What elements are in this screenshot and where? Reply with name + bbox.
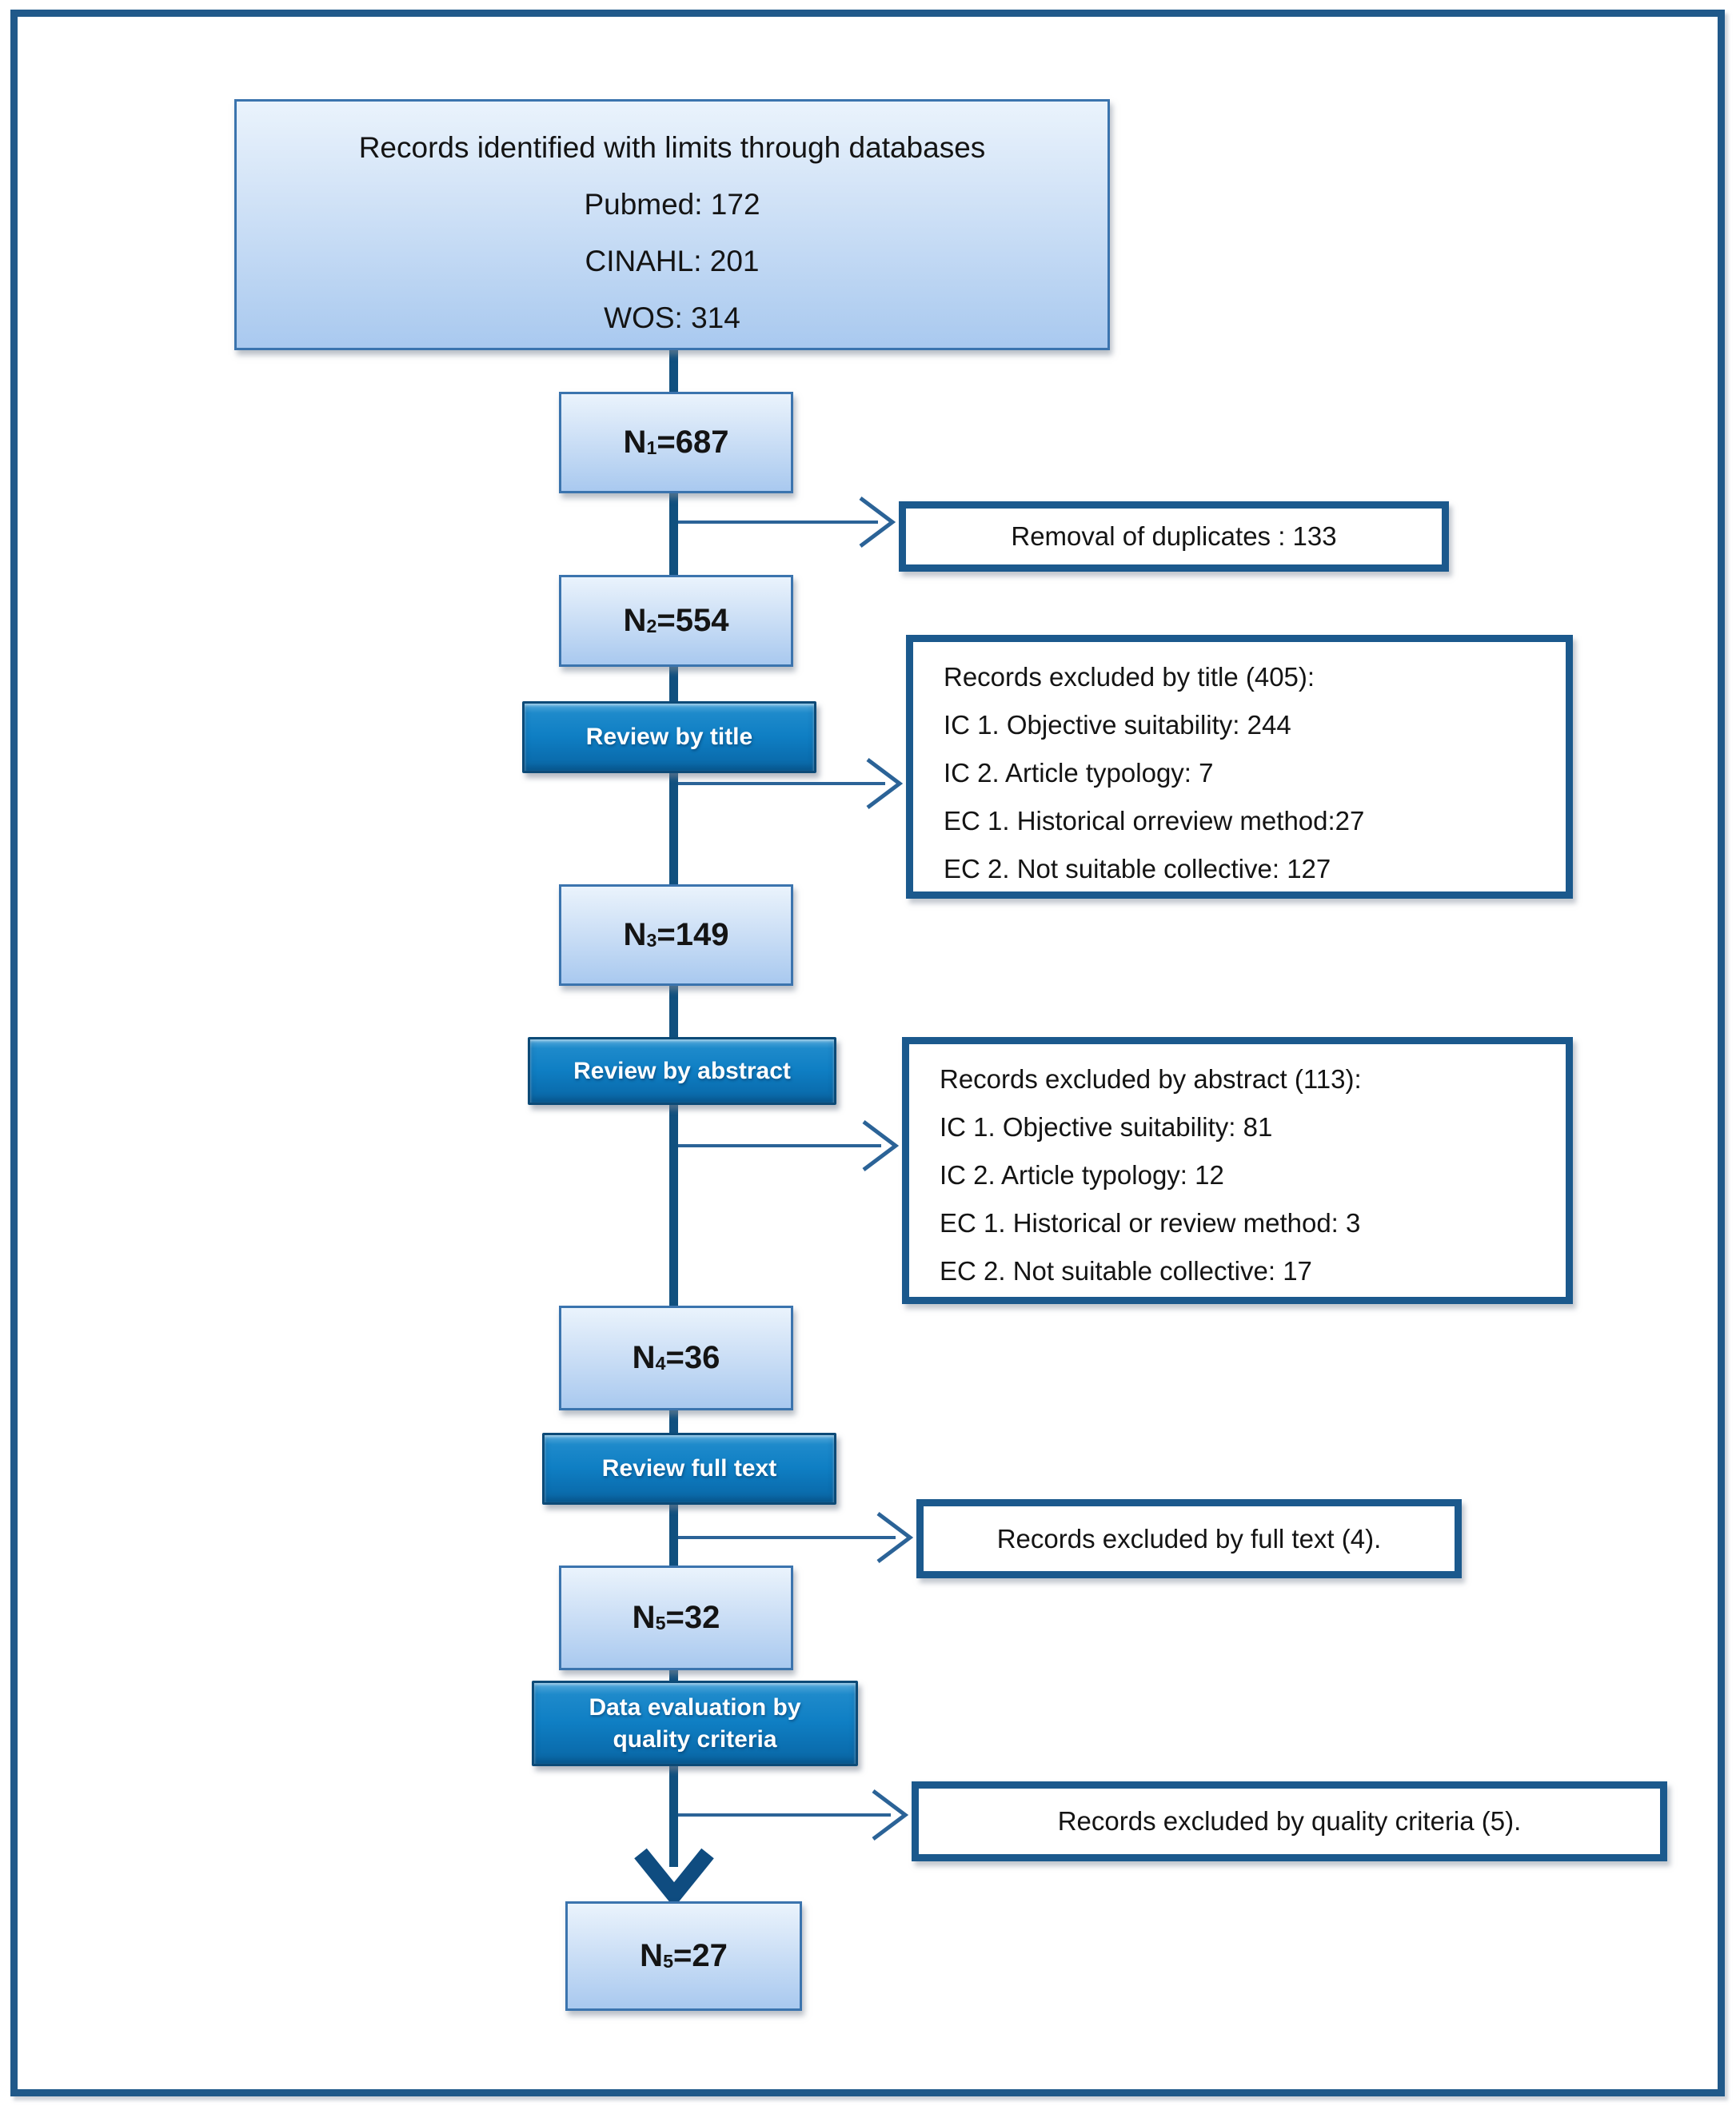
n3-value: =149 bbox=[656, 917, 729, 952]
removal-of-duplicates-text: Removal of duplicates : 133 bbox=[1011, 521, 1337, 551]
removal-of-duplicates-box: Removal of duplicates : 133 bbox=[899, 501, 1449, 572]
review-by-abstract-label: Review by abstract bbox=[573, 1057, 791, 1084]
excluded-by-title-ic1: IC 1. Objective suitability: 244 bbox=[944, 710, 1291, 740]
arrow-right-icon-abstract bbox=[678, 1120, 900, 1171]
n4-value: =36 bbox=[665, 1340, 720, 1375]
excluded-by-quality-text: Records excluded by quality criteria (5)… bbox=[1057, 1806, 1522, 1836]
excluded-by-abstract-ec2: EC 2. Not suitable collective: 17 bbox=[940, 1256, 1312, 1286]
arrow-right-icon-duplicates bbox=[678, 497, 896, 548]
n2-label: N bbox=[623, 603, 647, 638]
review-by-title-label: Review by title bbox=[585, 724, 753, 751]
data-evaluation-step: Data evaluation by quality criteria bbox=[532, 1681, 858, 1766]
review-by-title-step: Review by title bbox=[522, 701, 816, 773]
excluded-by-abstract-ec1: EC 1. Historical or review method: 3 bbox=[940, 1208, 1361, 1238]
excluded-by-title-ec1: EC 1. Historical orreview method:27 bbox=[944, 806, 1365, 836]
review-full-text-label: Review full text bbox=[601, 1455, 777, 1482]
excluded-by-abstract-ic2: IC 2. Article typology: 12 bbox=[940, 1160, 1224, 1190]
data-evaluation-label: Data evaluation by quality criteria bbox=[589, 1693, 801, 1753]
records-identified-box: Records identified with limits through d… bbox=[234, 99, 1110, 350]
n1-label: N bbox=[623, 425, 647, 460]
excluded-by-title-heading: Records excluded by title (405): bbox=[944, 662, 1315, 692]
excluded-by-abstract-box: Records excluded by abstract (113): IC 1… bbox=[902, 1037, 1573, 1304]
final-value: =27 bbox=[672, 1938, 728, 1973]
n5-value: =32 bbox=[665, 1600, 720, 1635]
review-full-text-step: Review full text bbox=[542, 1433, 836, 1505]
outer-border bbox=[10, 10, 1725, 2096]
excluded-by-full-text-text: Records excluded by full text (4). bbox=[996, 1523, 1382, 1554]
n3-label: N bbox=[623, 917, 647, 952]
source-box-title: Records identified with limits through d… bbox=[358, 131, 986, 164]
n5-label: N bbox=[632, 1600, 656, 1635]
main-flow-connector-line bbox=[669, 348, 678, 1867]
arrow-right-icon-title bbox=[678, 758, 904, 809]
excluded-by-abstract-ic1: IC 1. Objective suitability: 81 bbox=[940, 1112, 1273, 1142]
final-label: N bbox=[640, 1938, 664, 1973]
excluded-by-full-text-box: Records excluded by full text (4). bbox=[916, 1499, 1462, 1578]
arrow-right-icon-full-text bbox=[678, 1512, 914, 1563]
n2-value: =554 bbox=[656, 603, 729, 638]
arrow-right-icon-quality bbox=[678, 1789, 909, 1841]
excluded-by-abstract-heading: Records excluded by abstract (113): bbox=[940, 1064, 1362, 1094]
excluded-by-title-ic2: IC 2. Article typology: 7 bbox=[944, 758, 1214, 788]
arrow-down-icon-final bbox=[634, 1848, 714, 1908]
source-box-cinahl-count: CINAHL: 201 bbox=[585, 245, 760, 277]
n1-value: =687 bbox=[656, 425, 729, 460]
source-box-wos-count: WOS: 314 bbox=[604, 301, 740, 334]
review-by-abstract-step: Review by abstract bbox=[528, 1037, 836, 1105]
excluded-by-title-box: Records excluded by title (405): IC 1. O… bbox=[906, 635, 1573, 899]
source-box-pubmed-count: Pubmed: 172 bbox=[584, 188, 760, 221]
excluded-by-quality-box: Records excluded by quality criteria (5)… bbox=[912, 1781, 1667, 1861]
excluded-by-title-ec2: EC 2. Not suitable collective: 127 bbox=[944, 854, 1331, 883]
n4-label: N bbox=[632, 1340, 656, 1375]
